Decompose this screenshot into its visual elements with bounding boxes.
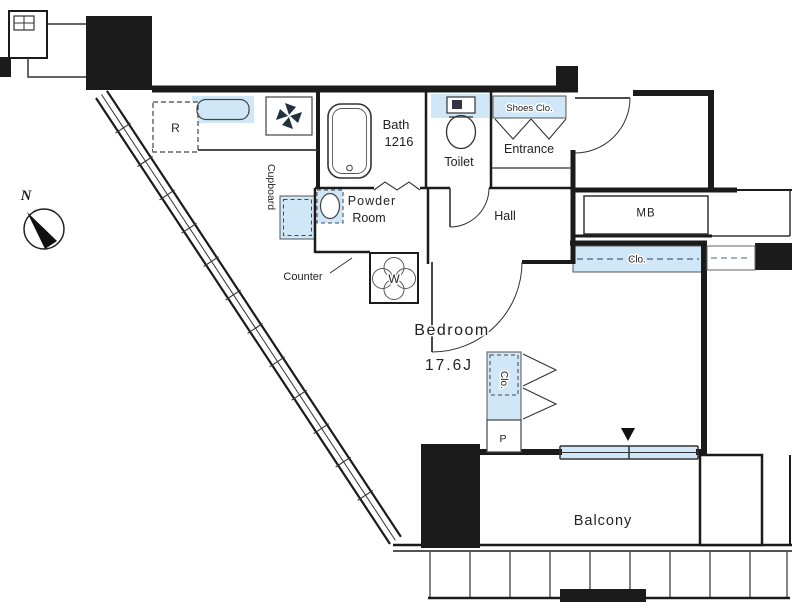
railing-posts	[429, 552, 788, 597]
compass-n-label: N	[20, 188, 33, 204]
outside-structures	[8, 10, 756, 271]
entrance-label: Entrance	[504, 142, 554, 156]
bathtub-icon	[327, 103, 372, 179]
hall-label: Hall	[494, 209, 516, 223]
stove-burner-icon	[276, 103, 302, 129]
column-top-left	[86, 16, 152, 90]
burner-blade	[282, 117, 293, 129]
closet-middle-label: Clo.	[498, 371, 509, 389]
doors	[373, 97, 631, 420]
toilet-door-arc	[449, 187, 490, 228]
burner-blade	[276, 109, 288, 120]
diagonal-window-wall	[95, 90, 402, 545]
burner-blade	[285, 103, 296, 115]
closet-right-label: Clo.	[628, 255, 646, 266]
kitchen	[152, 96, 313, 153]
cupboard-box	[279, 195, 316, 240]
closet-middle-dashed-inner	[489, 354, 519, 396]
balcony-railing	[393, 453, 792, 602]
column-right	[755, 243, 792, 270]
toilet-lid-icon	[452, 100, 462, 109]
shoes-closet-box	[492, 95, 567, 119]
bedroom-size-label: 17.6J	[425, 357, 473, 374]
toilet-bowl-icon	[445, 114, 477, 150]
refrigerator-label: R	[171, 121, 180, 135]
bedroom-label: Bedroom	[414, 322, 489, 339]
closet-middle-box	[486, 351, 522, 421]
entrance-door-arc	[574, 97, 631, 154]
room-labels: R Bath 1216 Toilet Shoes Clo. Entrance H…	[170, 102, 656, 531]
washing-machine	[369, 252, 419, 304]
meter-box-label: MB	[636, 208, 655, 220]
interior-walls	[152, 92, 573, 264]
clover-circle	[372, 268, 393, 289]
clover-circle	[383, 257, 405, 278]
balcony-window	[559, 428, 699, 460]
cupboard-label: Cupboard	[265, 164, 277, 210]
bedroom-door-arc	[431, 261, 523, 353]
window-mullion-ticks	[115, 122, 374, 501]
washer-label: W	[388, 272, 400, 286]
balcony-partition-column	[698, 453, 764, 547]
pipe-space-box	[486, 419, 522, 453]
shoes-closet-label: Shoes Clo.	[506, 103, 552, 114]
neighbor-fixture-detail	[14, 16, 34, 30]
sanitary-fixtures	[283, 96, 477, 236]
powder-sink-outline	[316, 189, 344, 224]
powder-room-label-line1: Powder	[348, 194, 396, 208]
diagonal-outer-line	[95, 97, 391, 545]
bath-folding-door	[373, 181, 421, 191]
exterior-walls	[152, 85, 792, 455]
balcony-dark-bar	[560, 589, 646, 602]
counter-leader-line	[329, 257, 353, 274]
entry-marker-icon	[621, 428, 635, 441]
burner-blade	[290, 112, 302, 123]
column-far-left	[0, 57, 11, 77]
powder-sink-icon	[319, 192, 341, 220]
blue-fixtures	[192, 94, 704, 459]
bathtub-drain-icon	[346, 164, 353, 172]
column-balcony-left	[421, 444, 480, 548]
counter-label: Counter	[283, 271, 322, 283]
compass-circle	[23, 208, 65, 250]
wall-corridor-ext	[712, 190, 791, 237]
shoes-closet-doors	[494, 118, 567, 140]
bath-label: Bath	[383, 117, 410, 132]
column-top-right-notch	[556, 66, 578, 92]
pipe-space-label: P	[499, 433, 506, 445]
neighbor-connector-lines	[27, 23, 86, 78]
clover-circle	[383, 279, 405, 300]
bath-size-label: 1216	[385, 134, 414, 149]
diagonal-mid-line	[100, 94, 396, 541]
meter-box	[583, 195, 709, 235]
powder-room-label-line2: Room	[352, 211, 385, 225]
sink-icon	[196, 98, 250, 121]
cupboard-dashed-inner	[283, 199, 312, 236]
balcony-label: Balcony	[574, 513, 633, 529]
compass-needle-icon	[27, 212, 57, 249]
structural-columns	[0, 16, 792, 548]
clover-circle	[395, 268, 416, 289]
closet-middle-bifold-doors	[522, 353, 558, 420]
storage-elements	[486, 195, 709, 453]
diagonal-inner-line	[105, 90, 402, 538]
bathtub-inner-line	[332, 108, 367, 174]
refrigerator-space-box	[152, 101, 199, 153]
compass: N	[20, 188, 65, 250]
washer-clover-icon	[372, 257, 416, 300]
stove-box	[265, 96, 313, 136]
toilet-label: Toilet	[444, 155, 474, 169]
